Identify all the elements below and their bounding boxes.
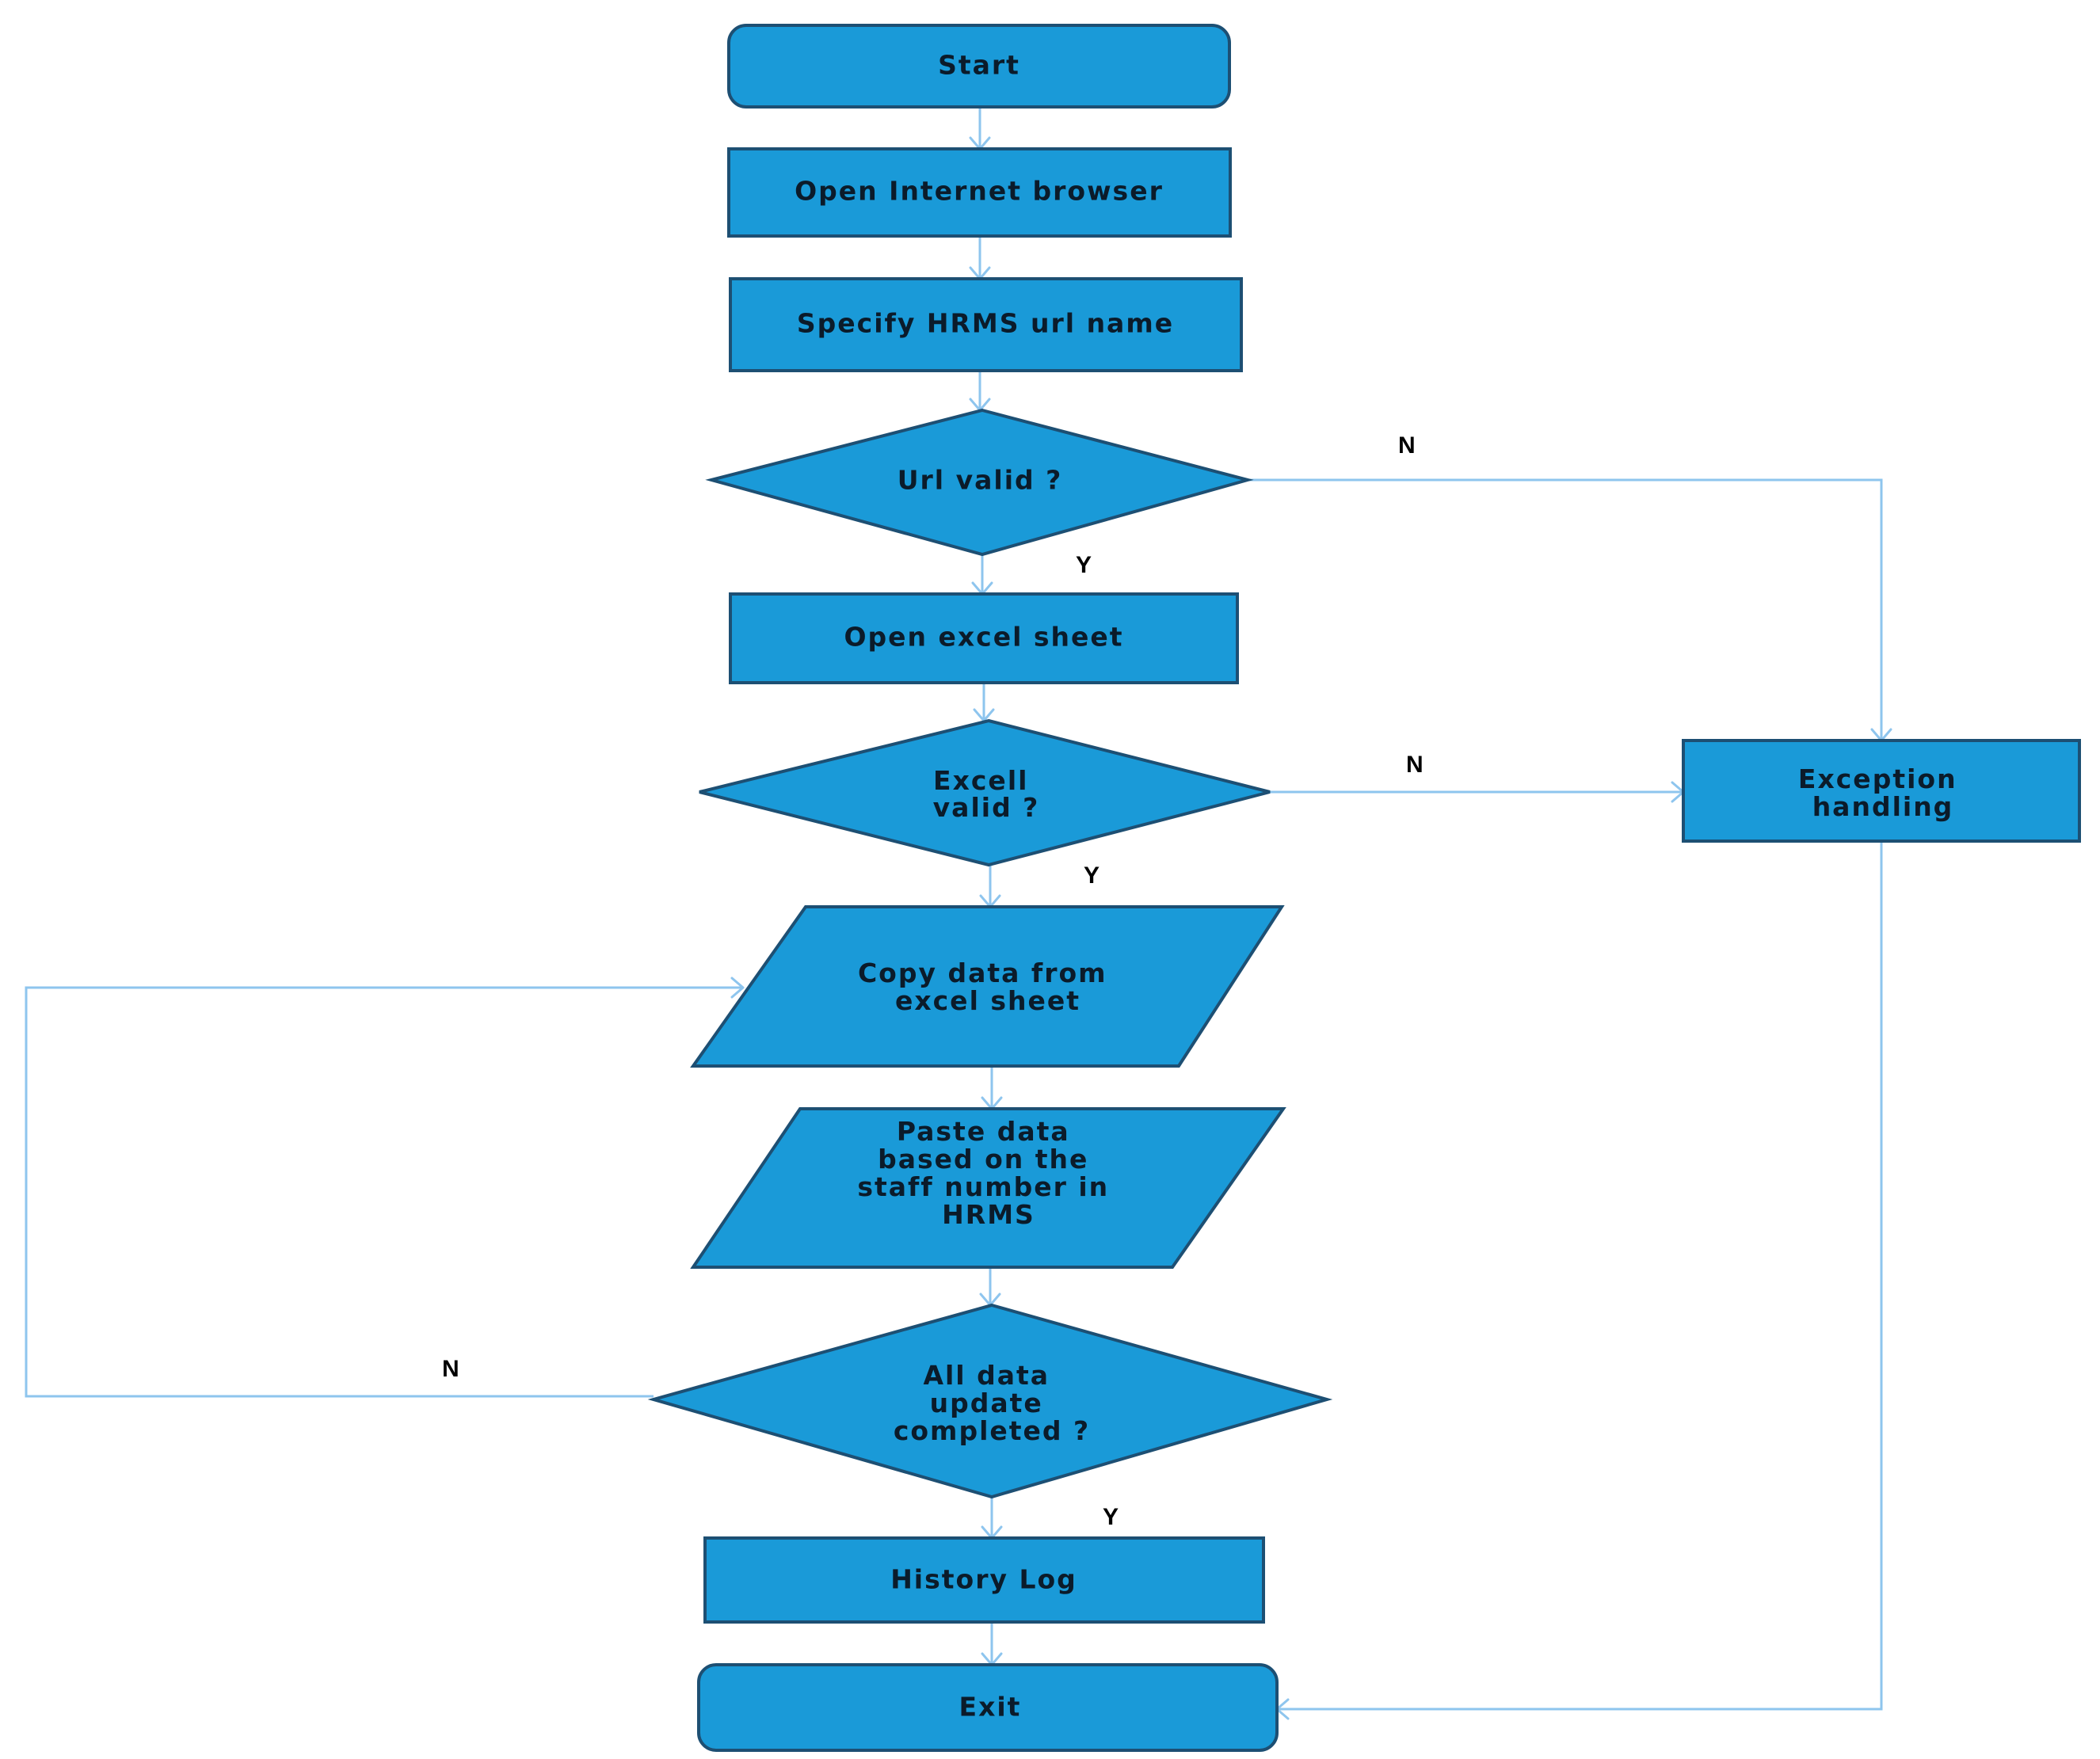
edge-label-url-yes: Y xyxy=(1076,552,1092,578)
node-copy-data-label: Copy data from excel sheet xyxy=(858,958,1118,1016)
node-exception-label: Exception handling xyxy=(1798,763,1968,822)
node-all-updated-line: All data xyxy=(923,1360,1050,1391)
connectors xyxy=(25,107,1883,1711)
node-all-updated-label: All data update completed ? xyxy=(894,1360,1090,1446)
node-url-valid-label: Url valid ? xyxy=(898,465,1063,496)
node-paste-data: Paste data based on the staff number in … xyxy=(690,1107,1286,1269)
node-copy-data-line: Copy data from xyxy=(858,958,1107,988)
node-open-excel-label: Open excel sheet xyxy=(844,622,1123,653)
node-open-browser: Open Internet browser xyxy=(727,147,1232,238)
node-exception: Exception handling xyxy=(1682,739,2081,843)
node-all-updated: All data update completed ? xyxy=(647,1303,1333,1499)
node-history-log-label: History Log xyxy=(890,1564,1077,1595)
node-excel-valid-label: Excell valid ? xyxy=(933,765,1040,823)
edge-url-valid-no xyxy=(1248,478,1883,741)
node-copy-data: Copy data from excel sheet xyxy=(690,905,1285,1068)
edge-label-excel-yes: Y xyxy=(1084,862,1100,889)
node-paste-data-line: staff number in xyxy=(857,1171,1109,1202)
node-excel-valid: Excell valid ? xyxy=(699,718,1271,867)
node-copy-data-line: excel sheet xyxy=(895,985,1080,1016)
node-excel-valid-line: valid ? xyxy=(933,792,1040,823)
node-paste-data-line: Paste data xyxy=(897,1116,1070,1147)
node-exit-label: Exit xyxy=(959,1692,1022,1723)
node-start: Start xyxy=(727,24,1231,109)
node-paste-data-label: Paste data based on the staff number in … xyxy=(857,1116,1119,1230)
edge-exception-to-exit xyxy=(1277,841,1883,1711)
node-open-browser-label: Open Internet browser xyxy=(795,176,1164,207)
edge-label-all-no: N xyxy=(442,1356,459,1382)
node-exception-line: Exception xyxy=(1798,763,1957,794)
node-paste-data-line: based on the xyxy=(878,1144,1088,1175)
edge-label-all-yes: Y xyxy=(1103,1504,1119,1530)
node-all-updated-line: completed ? xyxy=(894,1415,1090,1446)
node-excel-valid-line: Excell xyxy=(933,765,1028,796)
node-start-label: Start xyxy=(938,50,1020,81)
node-all-updated-line: update xyxy=(930,1388,1043,1418)
node-open-excel: Open excel sheet xyxy=(729,592,1239,684)
node-paste-data-line: HRMS xyxy=(942,1199,1035,1230)
edge-label-excel-no: N xyxy=(1406,752,1424,778)
node-url-valid: Url valid ? xyxy=(705,408,1254,557)
node-history-log: History Log xyxy=(703,1536,1265,1624)
edge-label-url-no: N xyxy=(1398,432,1416,459)
node-specify-url: Specify HRMS url name xyxy=(729,277,1243,372)
arrowhead-icon xyxy=(730,977,745,999)
node-specify-url-label: Specify HRMS url name xyxy=(797,308,1174,339)
edge-labels: N Y N Y N Y xyxy=(442,432,1424,1530)
edge-all-no-loop xyxy=(25,986,743,1398)
node-exception-line: handling xyxy=(1812,791,1954,822)
node-exit: Exit xyxy=(697,1663,1279,1752)
